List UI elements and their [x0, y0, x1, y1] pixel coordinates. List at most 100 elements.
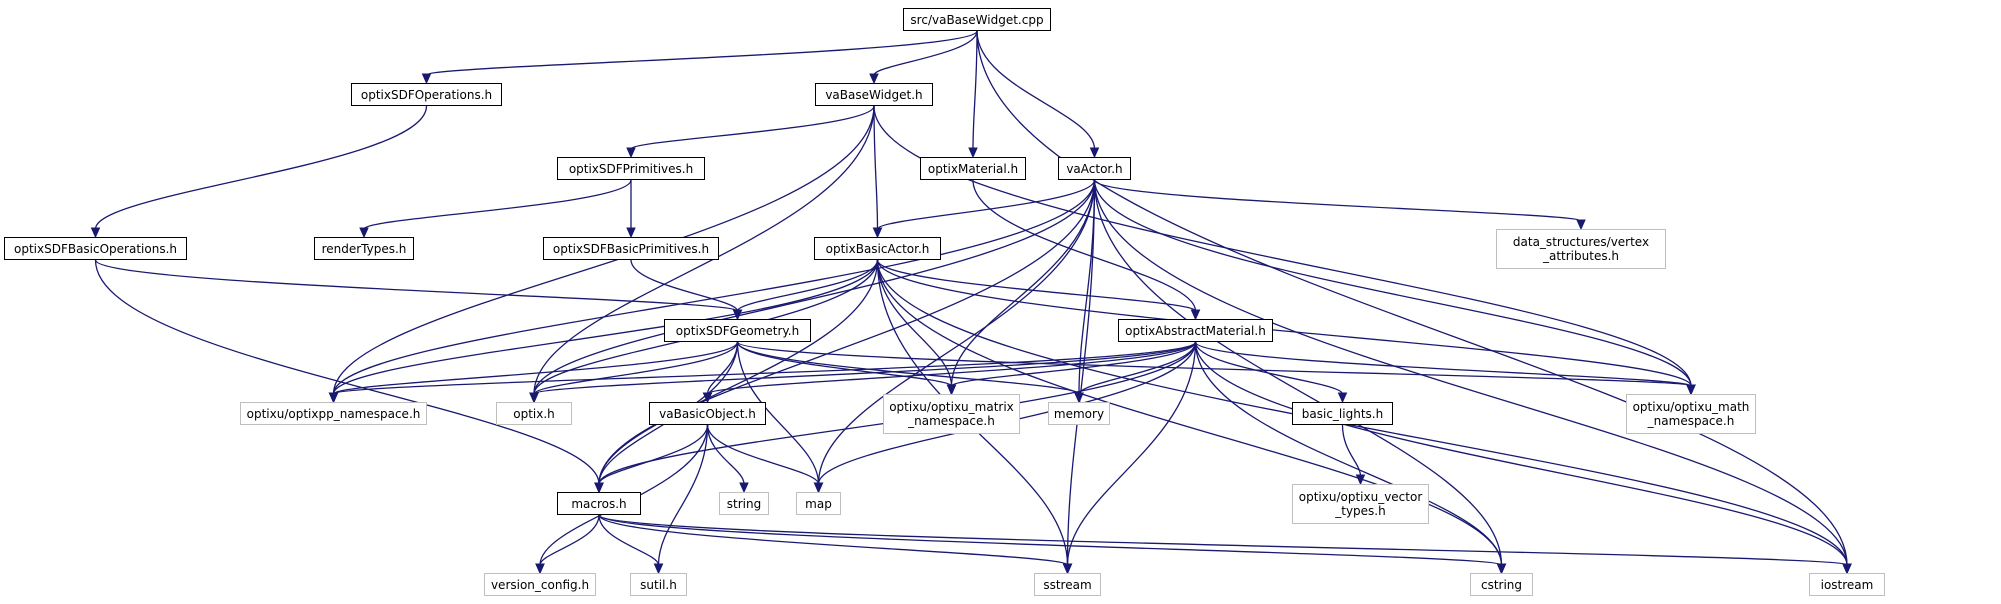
node-optix-h[interactable]: optix.h	[496, 402, 572, 425]
edge-actor-to-math	[1093, 179, 1692, 387]
edge-macros-to-sutil	[598, 514, 660, 566]
edge-absmat-to-cstring	[1194, 341, 1503, 566]
edge-basicobj-to-macros	[598, 424, 709, 485]
edge-material-to-absmat	[972, 179, 1197, 312]
edge-sdfbasicprims-to-sdfgeom	[630, 259, 739, 312]
node-vaactor[interactable]: vaActor.h	[1058, 157, 1131, 180]
node-optixu-matrix-namespace[interactable]: optixu/optixu_matrix _namespace.h	[883, 394, 1020, 434]
arrowhead-sdfops-to-sdfbasicops	[90, 227, 101, 239]
edge-actor-to-cstring	[1093, 179, 1503, 566]
edge-root-to-actor	[976, 30, 1096, 150]
edge-root-to-basewidget	[873, 30, 978, 76]
node-optixsdfbasicprimitives[interactable]: optixSDFBasicPrimitives.h	[543, 237, 719, 260]
arrowhead-root-to-sdfops	[421, 73, 432, 85]
arrowhead-absmat-to-memory	[1074, 392, 1084, 404]
edge-basewidget-to-sdfprims	[630, 105, 875, 150]
edge-actor-to-map	[817, 179, 1096, 485]
edge-macros-to-version	[539, 514, 600, 566]
node-basic-lights[interactable]: basic_lights.h	[1292, 402, 1393, 425]
arrowhead-macros-to-version	[535, 563, 545, 575]
arrowhead-macros-to-iostream	[1842, 563, 1852, 575]
edge-sdfgeom-to-optixpp	[332, 341, 739, 395]
node-macros[interactable]: macros.h	[557, 492, 641, 515]
edge-actor-to-sstream	[1066, 179, 1096, 566]
arrowhead-basicobj-to-macros	[594, 482, 604, 494]
arrowhead-basicobj-to-string	[739, 482, 749, 494]
edge-basicobj-to-string	[706, 424, 745, 485]
node-cstring[interactable]: cstring	[1470, 573, 1533, 596]
edge-actor-to-basicactor	[876, 179, 1096, 230]
edge-sdfbasicops-to-macros	[94, 259, 600, 485]
node-optixabstractmaterial[interactable]: optixAbstractMaterial.h	[1118, 319, 1273, 342]
node-vabasicobject[interactable]: vaBasicObject.h	[649, 402, 766, 425]
arrowhead-macros-to-cstring	[1496, 563, 1507, 575]
arrowhead-sdfprims-to-rendertypes	[359, 227, 369, 239]
node-root-file[interactable]: src/vaBaseWidget.cpp	[903, 8, 1051, 31]
node-optixmaterial[interactable]: optixMaterial.h	[920, 157, 1026, 180]
node-string[interactable]: string	[719, 492, 769, 515]
arrowhead-actor-to-vertex	[1576, 219, 1586, 231]
edge-root-to-iostream	[976, 30, 1848, 566]
edge-actor-to-macros	[598, 179, 1096, 485]
edge-absmat-to-basicobj	[706, 341, 1197, 395]
node-map[interactable]: map	[796, 492, 841, 515]
arrowhead-basicactor-to-absmat	[1190, 309, 1201, 321]
node-sstream[interactable]: sstream	[1034, 573, 1101, 596]
edge-actor-to-optixpp	[332, 179, 1096, 395]
edge-absmat-to-optixpp	[332, 341, 1197, 395]
arrowhead-macros-to-sstream	[1062, 563, 1073, 575]
edge-macros-to-sstream	[598, 514, 1069, 566]
edge-basicactor-to-iostream	[876, 259, 1848, 566]
edge-basicobj-to-map	[706, 424, 820, 485]
edge-basewidget-to-optixpp	[332, 105, 875, 395]
edge-sdfbasicops-to-sdfgeom	[94, 259, 739, 312]
node-rendertypes[interactable]: renderTypes.h	[314, 237, 414, 260]
edge-absmat-to-basiclights	[1194, 341, 1344, 395]
node-optixsdfprimitives[interactable]: optixSDFPrimitives.h	[557, 157, 705, 180]
arrowhead-actor-to-basicactor	[872, 227, 883, 239]
edge-actor-to-optixh	[533, 179, 1096, 395]
arrowhead-absmat-to-optixh	[529, 392, 539, 404]
edge-macros-to-cstring	[598, 514, 1503, 566]
edge-basicactor-to-matrix	[876, 259, 953, 387]
arrowhead-absmat-to-optixpp	[328, 392, 339, 404]
edge-root-to-material	[972, 30, 978, 150]
node-vertex-attributes[interactable]: data_structures/vertex _attributes.h	[1496, 229, 1666, 269]
edge-basewidget-to-basicactor	[873, 105, 879, 230]
arrowhead-basicobj-to-map	[813, 482, 824, 494]
arrowhead-basiclights-to-vector	[1355, 474, 1366, 486]
edge-basicactor-to-optixpp	[332, 259, 879, 395]
arrowhead-root-to-actor	[1089, 147, 1100, 159]
edge-sdfgeom-to-matrix	[736, 341, 953, 387]
edge-absmat-to-memory	[1078, 341, 1197, 395]
edge-sdfops-to-sdfbasicops	[94, 105, 428, 230]
node-optixu-math-namespace[interactable]: optixu/optixu_math _namespace.h	[1626, 394, 1756, 434]
arrowhead-absmat-to-basiclights	[1337, 392, 1348, 404]
edge-basiclights-to-vector	[1341, 424, 1362, 477]
node-optixu-vector-types[interactable]: optixu/optixu_vector _types.h	[1292, 484, 1429, 524]
edge-macros-to-iostream	[598, 514, 1848, 566]
node-iostream[interactable]: iostream	[1809, 573, 1885, 596]
arrowhead-root-to-basewidget	[869, 73, 879, 85]
node-optixbasicactor[interactable]: optixBasicActor.h	[814, 237, 941, 260]
arrowhead-macros-to-sutil	[653, 563, 664, 575]
edge-actor-to-iostream	[1093, 179, 1848, 566]
node-memory[interactable]: memory	[1048, 402, 1110, 425]
edge-basewidget-to-optixh	[533, 105, 875, 395]
node-sutil[interactable]: sutil.h	[630, 573, 687, 596]
edge-absmat-to-iostream	[1194, 341, 1848, 566]
node-optixsdfgeometry[interactable]: optixSDFGeometry.h	[664, 319, 811, 342]
edge-basicactor-to-absmat	[876, 259, 1197, 312]
edge-sdfgeom-to-math	[736, 341, 1692, 387]
edge-absmat-to-sstream	[1066, 341, 1197, 566]
node-version-config[interactable]: version_config.h	[484, 573, 596, 596]
node-optixpp-namespace[interactable]: optixu/optixpp_namespace.h	[240, 402, 427, 425]
node-optixsdfbasicoperations[interactable]: optixSDFBasicOperations.h	[4, 237, 187, 260]
edge-sdfgeom-to-map	[736, 341, 820, 485]
edge-root-to-sdfops	[425, 30, 978, 76]
node-optixsdfoperations[interactable]: optixSDFOperations.h	[351, 83, 502, 106]
node-vabasewidget[interactable]: vaBaseWidget.h	[815, 83, 933, 106]
edge-absmat-to-matrix	[950, 341, 1197, 387]
arrowhead-basewidget-to-sdfprims	[626, 147, 636, 159]
